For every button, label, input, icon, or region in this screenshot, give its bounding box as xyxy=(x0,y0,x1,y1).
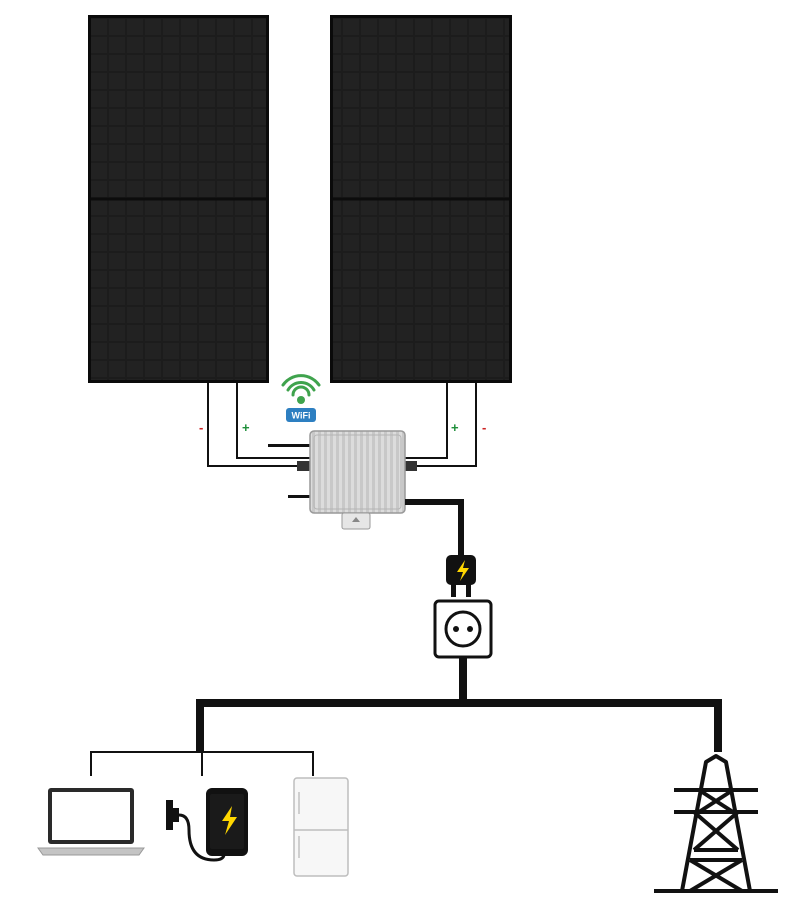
solar-panel-left xyxy=(88,15,269,383)
refrigerator-icon xyxy=(293,777,349,877)
solar-panel-right xyxy=(330,15,512,383)
panel-cables-left xyxy=(207,383,310,467)
inverter-output-cable xyxy=(405,499,464,555)
right-positive-label: + xyxy=(451,420,459,435)
right-negative-label: - xyxy=(482,420,486,435)
left-negative-label: - xyxy=(199,420,203,435)
microinverter xyxy=(268,430,417,530)
panel-cables-right xyxy=(404,383,477,467)
wifi-icon: WiFi xyxy=(281,374,321,422)
wifi-label: WiFi xyxy=(292,411,311,421)
distribution-lines xyxy=(90,657,722,776)
socket-icon xyxy=(433,599,493,659)
power-tower-icon xyxy=(654,754,778,893)
plug-icon xyxy=(446,555,476,597)
smartphone-icon xyxy=(166,788,248,862)
laptop-icon xyxy=(37,788,145,856)
left-positive-label: + xyxy=(242,420,250,435)
